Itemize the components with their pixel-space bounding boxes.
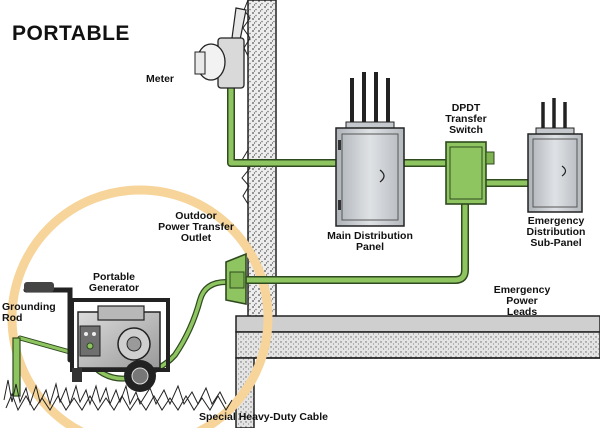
conduit-runs <box>17 82 532 382</box>
leads-label: Emergency Power Leads <box>492 285 552 318</box>
highlight-ring <box>7 185 273 428</box>
outlet-label-line: Outdoor <box>175 210 217 222</box>
grounding-label-line: Rod <box>2 312 23 324</box>
meter <box>194 7 247 89</box>
outlet-label: Outdoor Power Transfer Outlet <box>148 211 244 244</box>
sub-panel-label-line: Emergency <box>527 215 585 227</box>
sub-panel-label-line: Sub-Panel <box>530 237 582 249</box>
dpdt-label-line: Transfer <box>445 113 487 125</box>
outdoor-transfer-outlet <box>225 252 247 305</box>
cable-label: Special Heavy-Duty Cable <box>199 412 328 423</box>
main-panel-label: Main Distribution Panel <box>316 231 424 253</box>
main-panel-label-line: Panel <box>355 241 384 253</box>
grounding-rod <box>12 337 21 397</box>
meter-label-text: Meter <box>146 73 175 85</box>
generator-label-line: Generator <box>88 282 140 294</box>
outlet-label-line: Outlet <box>180 232 212 244</box>
outlet-label-line: Power Transfer <box>158 221 234 233</box>
leads-label-line: Leads <box>506 306 538 318</box>
sub-panel-label: Emergency Distribution Sub-Panel <box>520 216 592 249</box>
meter-label: Meter <box>146 74 174 85</box>
dpdt-label-line: Switch <box>449 124 483 136</box>
dpdt-transfer-switch <box>445 141 495 205</box>
dpdt-label: DPDT Transfer Switch <box>437 103 495 136</box>
portable-generator <box>23 282 170 392</box>
emergency-sub-panel <box>527 98 583 213</box>
generator-label-line: Portable <box>92 271 135 283</box>
grounding-label: Grounding Rod <box>2 302 56 324</box>
sub-panel-label-line: Distribution <box>526 226 586 238</box>
grounding-label-line: Grounding <box>2 301 56 313</box>
main-panel-label-line: Main Distribution <box>327 230 413 242</box>
main-distribution-panel <box>335 72 405 227</box>
generator-label: Portable Generator <box>84 272 144 294</box>
page-title: PORTABLE <box>12 22 130 45</box>
leads-label-line: Power <box>506 295 538 307</box>
leads-label-line: Emergency <box>493 284 551 296</box>
dpdt-label-line: DPDT <box>451 102 481 114</box>
grass <box>3 379 233 412</box>
cable-label-text: Special Heavy-Duty Cable <box>199 411 328 423</box>
